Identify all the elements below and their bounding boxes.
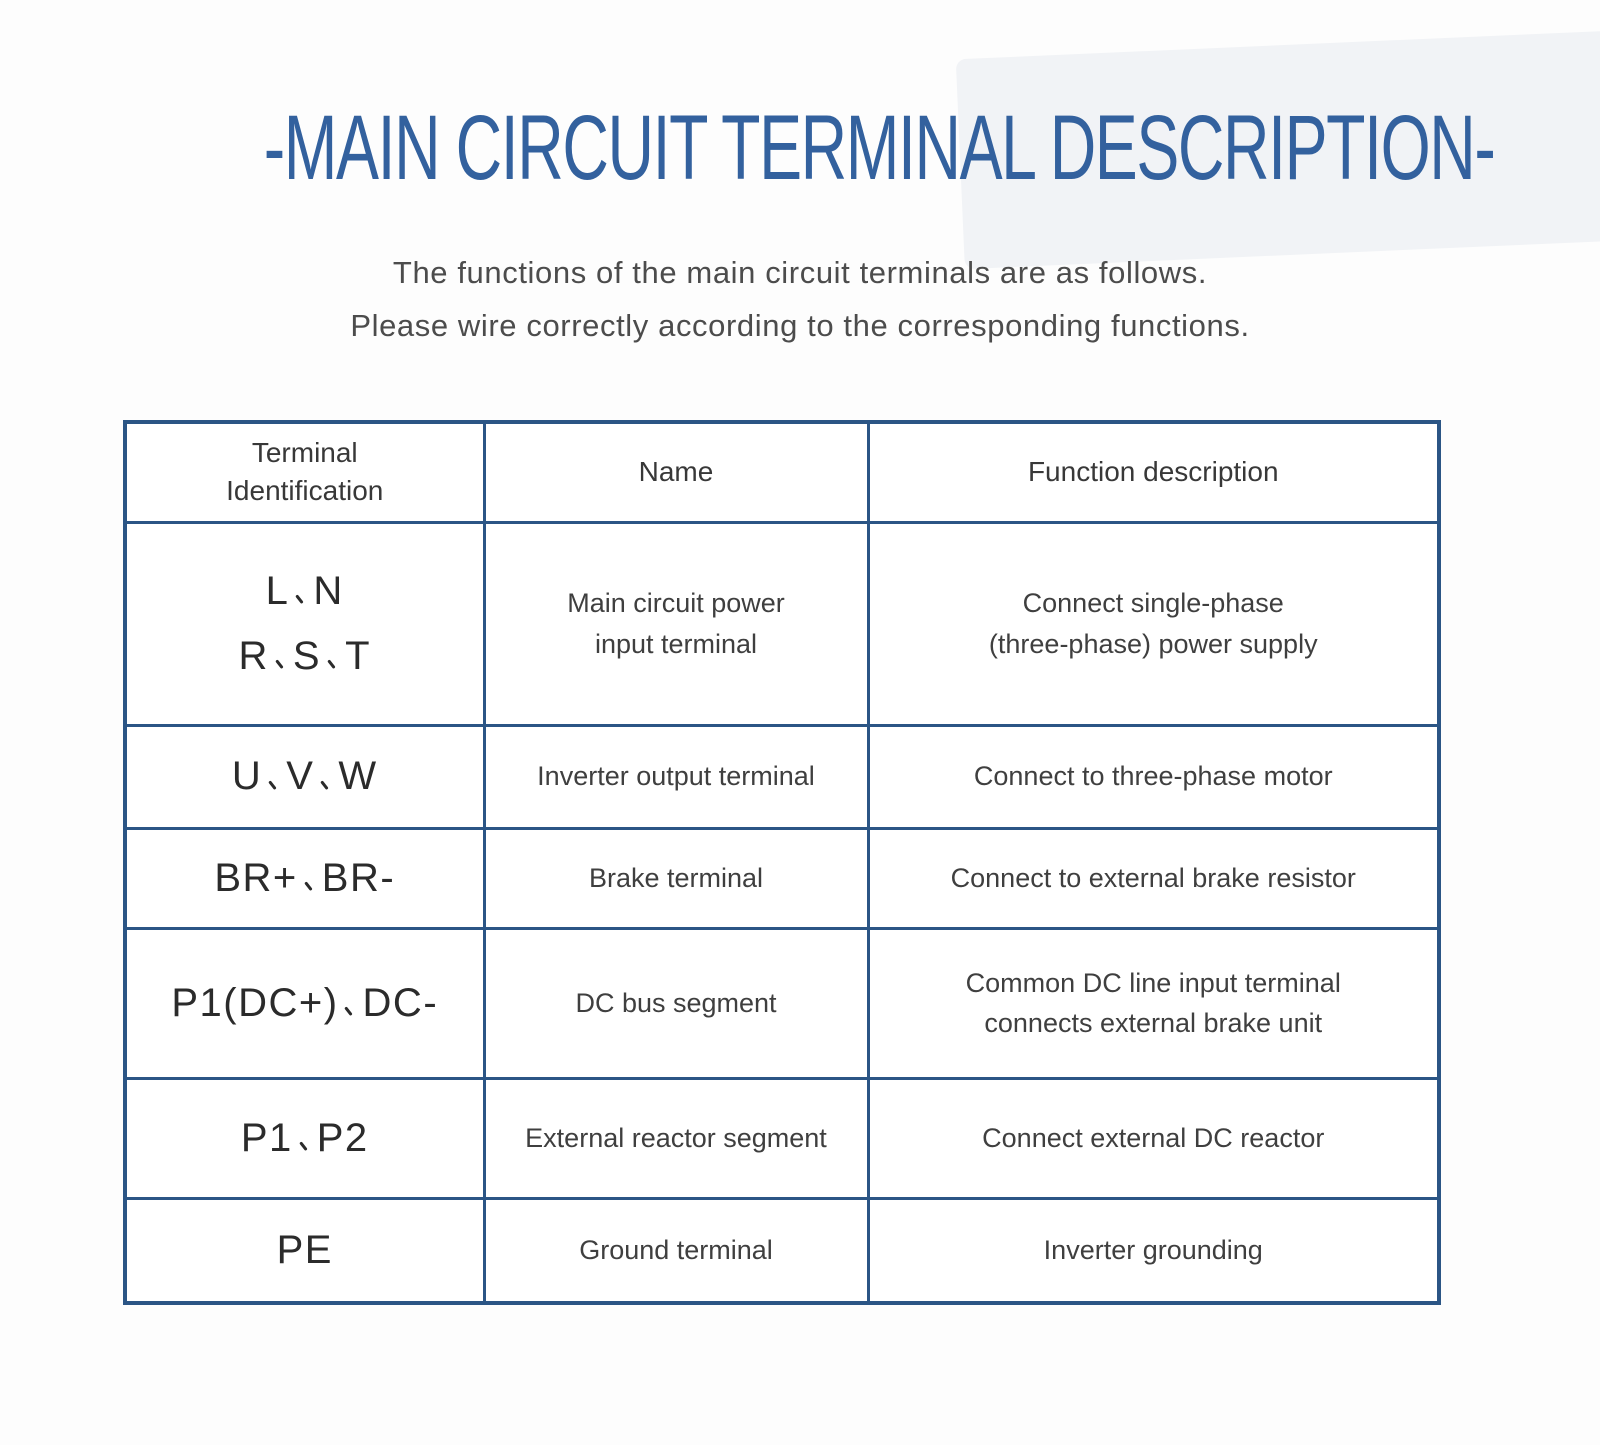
terminal-id-cell: PE xyxy=(123,1196,486,1305)
ideographic-comma xyxy=(289,601,313,603)
table-row: P1(DC+)DC- DC bus segment Common DC line… xyxy=(123,926,1441,1080)
name-cell: External reactor segment xyxy=(482,1076,870,1200)
ideographic-comma xyxy=(314,787,338,789)
subtitle-line-2: Please wire correctly according to the c… xyxy=(350,308,1250,343)
name-cell: DC bus segment xyxy=(482,926,870,1080)
page-subtitle: The functions of the main circuit termin… xyxy=(0,246,1600,352)
ideographic-comma xyxy=(321,666,345,668)
subtitle-line-1: The functions of the main circuit termin… xyxy=(392,255,1208,290)
ideographic-comma xyxy=(262,787,286,789)
function-cell: Connect to external brake resistor xyxy=(866,826,1441,930)
name-cell: Ground terminal xyxy=(482,1196,870,1305)
function-cell: Connect single-phase (three-phase) power… xyxy=(866,520,1441,727)
table-row: PE Ground terminal Inverter grounding xyxy=(123,1196,1441,1305)
header-terminal-identification: Terminal Identification xyxy=(123,420,486,524)
table-row: BR+BR- Brake terminal Connect to externa… xyxy=(123,826,1441,930)
table-header-row: Terminal Identification Name Function de… xyxy=(123,420,1441,524)
terminal-id-cell: P1(DC+)DC- xyxy=(123,926,486,1080)
function-cell: Inverter grounding xyxy=(866,1196,1441,1305)
function-cell: Connect external DC reactor xyxy=(866,1076,1441,1200)
ideographic-comma xyxy=(298,888,322,890)
terminal-description-table: Terminal Identification Name Function de… xyxy=(123,420,1441,1305)
name-cell: Inverter output terminal xyxy=(482,723,870,830)
function-cell: Connect to three-phase motor xyxy=(866,723,1441,830)
name-cell: Brake terminal xyxy=(482,826,870,930)
page-title: -MAIN CIRCUIT TERMINAL DESCRIPTION- xyxy=(0,96,1600,201)
terminal-id-cell: BR+BR- xyxy=(123,826,486,930)
function-cell: Common DC line input terminal connects e… xyxy=(866,926,1441,1080)
name-cell: Main circuit power input terminal xyxy=(482,520,870,727)
page-title-text: -MAIN CIRCUIT TERMINAL DESCRIPTION- xyxy=(263,97,1496,199)
ideographic-comma xyxy=(339,1013,363,1015)
ideographic-comma xyxy=(269,666,293,668)
header-name: Name xyxy=(482,420,870,524)
header-function-description: Function description xyxy=(866,420,1441,524)
ideographic-comma xyxy=(293,1148,317,1150)
